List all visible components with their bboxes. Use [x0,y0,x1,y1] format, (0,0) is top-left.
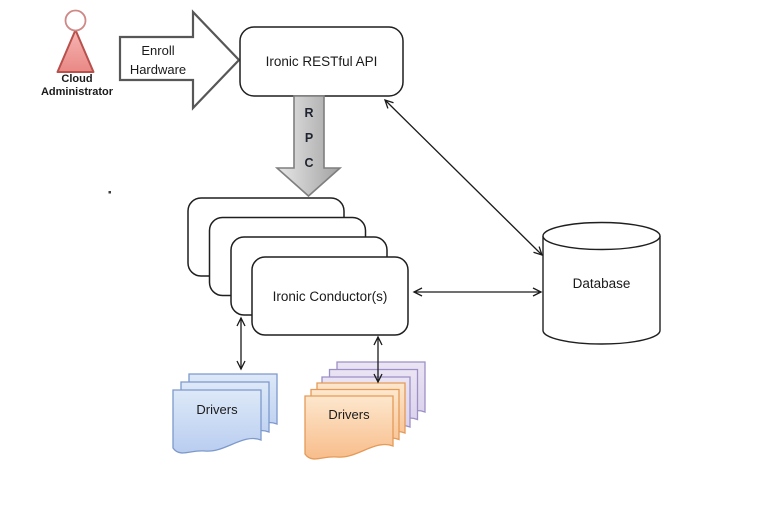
drivers-blue-stack [172,373,278,454]
ironic-conductor-label: Ironic Conductor(s) [272,288,388,304]
drivers-orange-label: Drivers [328,406,370,422]
ironic-conductor-box [251,256,409,336]
enroll-hardware-arrow-shape [118,9,241,111]
api-database-arrow [383,98,544,257]
drivers-blue-label: Drivers [196,401,238,417]
drivers-orange-stack [304,382,406,460]
cloud-administrator-icon [56,9,95,73]
ironic-conductor-stack [187,197,409,336]
ironic-api-label: Ironic RESTful API [265,54,378,69]
rpc-arrow-shape [274,95,343,198]
rpc-label: R P C [294,101,324,176]
rpc-letter-c: C [304,156,314,170]
rpc-letter-p: P [304,131,314,145]
rpc-letter-r: R [304,106,314,120]
database-label: Database [572,276,631,291]
database-cylinder [542,221,661,345]
enroll-hardware-label: Enroll Hardware [129,43,187,77]
stray-dot [108,191,111,194]
cloud-administrator-label: Cloud Administrator [40,73,114,98]
